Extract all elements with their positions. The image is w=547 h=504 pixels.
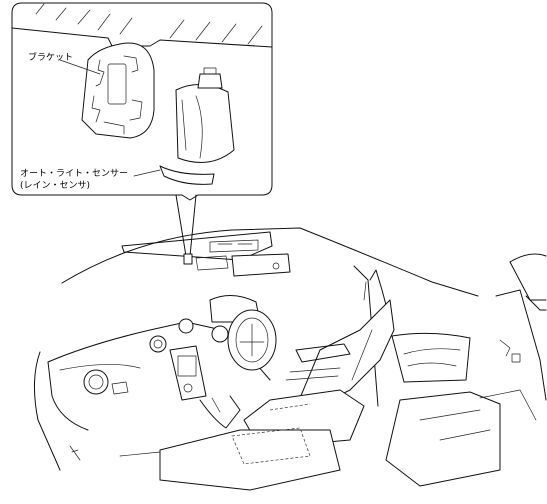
sensor-label-line2: (レイン・センサ) <box>20 181 91 191</box>
callout-pointer <box>175 194 197 257</box>
bracket-part <box>81 42 155 139</box>
sensor-label-line1: オート・ライト・センサー <box>20 169 129 179</box>
vehicle-interior <box>33 227 547 491</box>
sensor-location-marker <box>183 253 193 265</box>
bracket-leader <box>59 59 101 75</box>
bracket-label: ブラケット <box>28 53 74 63</box>
detail-callout <box>11 2 273 201</box>
sensor-part <box>159 67 235 185</box>
sensor-leader <box>133 169 161 177</box>
driver-seat <box>299 299 395 401</box>
rear-seat <box>385 391 501 487</box>
